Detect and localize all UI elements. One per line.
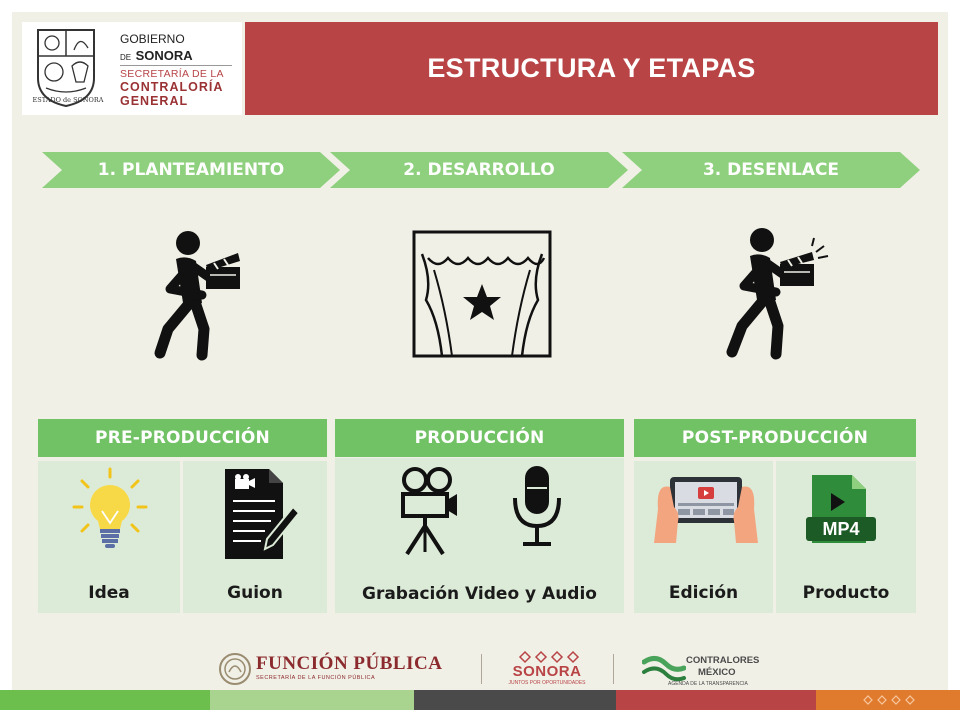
footer-strip-gray: [414, 690, 616, 710]
cell-label-edicion: Edición: [668, 583, 739, 603]
contralores-mexico-text: MÉXICO: [698, 667, 736, 678]
theater-curtain-star-icon: [412, 230, 552, 358]
cell-label-grabacion: Grabación Video y Audio: [362, 584, 597, 604]
stage-chevron-planteamiento: 1. PLANTEAMIENTO: [42, 152, 340, 188]
cell-edicion: Edición: [634, 461, 773, 613]
script-document-pen-icon: [225, 469, 301, 559]
funcion-publica-subtext: SECRETARÍA DE LA FUNCIÓN PÚBLICA: [256, 675, 376, 681]
chevron-arrow-shape: [622, 152, 920, 188]
logo-sonora: SONORA: [135, 48, 193, 63]
footer-strip-red: [616, 690, 816, 710]
stage-label: 1. PLANTEAMIENTO: [97, 160, 285, 180]
movie-camera-tripod-icon: [401, 467, 457, 556]
lightbulb-icon: [72, 467, 148, 548]
state-shield-icon: [37, 29, 95, 108]
footer-divider: [613, 654, 614, 684]
stage-chevron-desenlace: 3. DESENLACE: [622, 152, 920, 188]
logo-gobierno: GOBIERNO: [120, 32, 185, 46]
cell-guion: Guion: [183, 461, 327, 613]
group-header-post-produccion: POST-PRODUCCIÓN: [634, 419, 916, 457]
footer-strip-green: [0, 690, 210, 710]
cell-idea: Idea: [38, 461, 180, 613]
chevron-arrow-shape: [42, 152, 340, 188]
group-header-pre-produccion: PRE-PRODUCCIÓN: [38, 419, 327, 457]
contralores-logo-text: CONTRALORES: [686, 655, 760, 666]
stage-label: 2. DESARROLLO: [403, 160, 555, 180]
mp4-badge: MP4: [822, 519, 860, 539]
shield-caption: ESTADO de SONORA: [32, 96, 104, 104]
funcion-publica-logo-text: FUNCIÓN PÚBLICA: [256, 653, 443, 674]
chevron-arrow-shape: [330, 152, 628, 188]
footer-strip-orange: [816, 690, 960, 710]
logo-contraloria: CONTRALORÍA: [120, 80, 224, 94]
page-title: ESTRUCTURA Y ETAPAS: [427, 53, 756, 83]
tablet-video-editing-icon: [654, 477, 758, 543]
stage-chevron-desarrollo: 2. DESARROLLO: [330, 152, 628, 188]
mp4-file-icon: [806, 475, 876, 543]
stage-label: 3. DESENLACE: [702, 160, 840, 180]
sonora-subtext: JUNTOS POR OPORTUNIDADES: [508, 680, 586, 686]
group-header-produccion: PRODUCCIÓN: [335, 419, 624, 457]
sonora-pattern-icon: [518, 650, 580, 664]
cell-grabacion: Grabación Video y Audio: [335, 458, 624, 613]
filmmaker-clapper-action-icon: [726, 228, 829, 360]
footer-strip-light-green: [210, 690, 414, 710]
cell-label-producto: Producto: [802, 583, 890, 603]
cell-label-idea: Idea: [88, 583, 130, 603]
footer-color-strip: [0, 690, 960, 710]
microphone-icon: [513, 466, 561, 546]
logo-divider: [120, 65, 232, 66]
mexico-seal-icon: [219, 653, 251, 685]
contralores-subtext: AGENDA DE LA TRANSPARENCIA: [668, 681, 748, 687]
footer-pattern-icon: [863, 695, 915, 705]
logo-de: DE: [120, 53, 132, 62]
title-bar: ESTRUCTURA Y ETAPAS: [245, 22, 938, 115]
cell-label-guion: Guion: [227, 583, 283, 603]
logo-secretaria: SECRETARÍA DE LA: [120, 68, 224, 80]
sonora-logo-text: SONORA: [512, 663, 582, 680]
sonora-contraloria-logo: ESTADO de SONORA GOBIERNO DE SONORA SECR…: [22, 22, 242, 115]
logo-de-sonora: DE SONORA: [120, 47, 193, 65]
contralores-swoosh-icon: [642, 656, 686, 682]
footer-divider: [481, 654, 482, 684]
filmmaker-clapper-icon: [154, 231, 240, 361]
cell-producto: MP4 Producto: [776, 461, 916, 613]
logo-general: GENERAL: [120, 94, 189, 108]
